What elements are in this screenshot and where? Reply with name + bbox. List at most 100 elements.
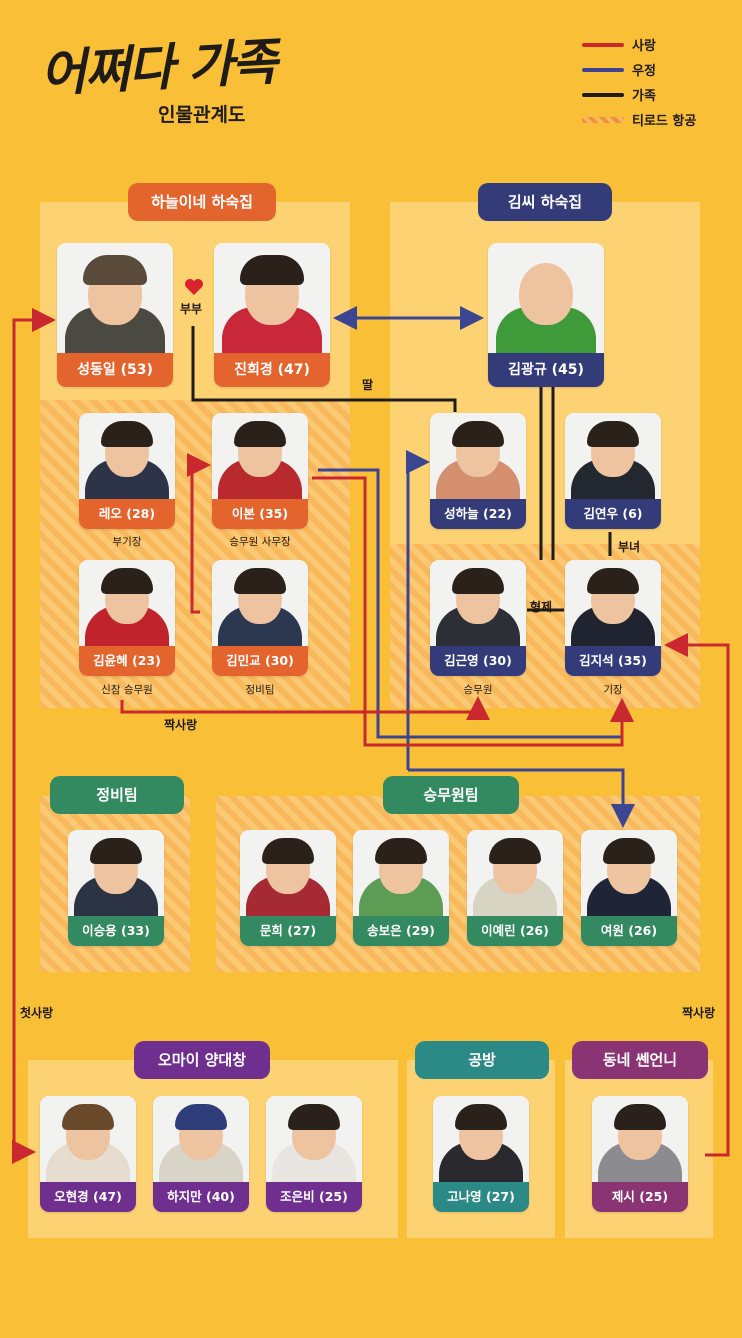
- legend-swatch-friendship: [582, 67, 624, 72]
- relation-label-father-daughter: 부녀: [618, 540, 641, 554]
- love-line-first-up: [12, 308, 56, 1152]
- character-name: 김광규 (45): [488, 353, 604, 387]
- relation-label-first-love: 첫사랑: [20, 1006, 54, 1020]
- legend: 사랑 우정 가족 티로드 항공: [582, 32, 696, 132]
- character-photo: [79, 413, 175, 499]
- character-card-go-nayoung[interactable]: 고나영 (27): [433, 1096, 529, 1212]
- character-photo: [153, 1096, 249, 1182]
- character-card-lee-seungyong[interactable]: 이승용 (33): [68, 830, 164, 946]
- character-role: 승무원 사무장: [229, 536, 291, 548]
- character-name: 이승용 (33): [68, 916, 164, 946]
- character-photo: [430, 560, 526, 646]
- legend-swatch-love: [582, 42, 624, 47]
- legend-label: 티로드 항공: [632, 114, 697, 129]
- legend-item-love: 사랑: [582, 32, 696, 57]
- legend-swatch-family: [582, 92, 624, 97]
- character-photo: [581, 830, 677, 916]
- group-label-haneul: 하늘이네 하숙집: [128, 183, 276, 221]
- relation-label-daughter: 딸: [362, 378, 374, 392]
- character-photo: [212, 413, 308, 499]
- character-photo: [212, 560, 308, 646]
- page-subtitle: 인물관계도: [158, 104, 246, 126]
- group-label-workshop: 공방: [415, 1041, 549, 1079]
- character-name: 하지만 (40): [153, 1182, 249, 1212]
- relation-label-brothers: 형제: [530, 600, 553, 614]
- character-name: 레오 (28): [79, 499, 175, 529]
- heart-icon: [184, 278, 204, 296]
- character-card-jo-eunbi[interactable]: 조은비 (25): [266, 1096, 362, 1212]
- character-card-moonhee[interactable]: 문희 (27): [240, 830, 336, 946]
- love-line-yoonhye: [120, 696, 490, 720]
- character-card-jessi[interactable]: 제시 (25): [592, 1096, 688, 1212]
- group-label-omai: 오마이 양대창: [134, 1041, 270, 1079]
- character-name: 김민교 (30): [212, 646, 308, 676]
- character-photo: [433, 1096, 529, 1182]
- character-card-jin-heekyung[interactable]: 진희경 (47): [214, 243, 330, 387]
- legend-swatch-airline: [582, 116, 624, 123]
- group-label-kim: 김씨 하숙집: [478, 183, 612, 221]
- character-name: 성동일 (53): [57, 353, 173, 387]
- character-card-leo[interactable]: 레오 (28): [79, 413, 175, 529]
- character-photo: [40, 1096, 136, 1182]
- character-card-oh-hyunkyung[interactable]: 오현경 (47): [40, 1096, 136, 1212]
- character-name: 오현경 (47): [40, 1182, 136, 1212]
- character-photo: [266, 1096, 362, 1182]
- character-role: 기장: [603, 684, 623, 696]
- love-line-mingyo: [187, 453, 211, 614]
- character-card-kim-mingyo[interactable]: 김민교 (30): [212, 560, 308, 676]
- character-photo: [488, 243, 604, 353]
- character-role: 승무원: [463, 684, 493, 696]
- character-photo: [565, 413, 661, 499]
- character-role: 정비팀: [245, 684, 275, 696]
- legend-item-friendship: 우정: [582, 57, 696, 82]
- character-role: 부기장: [112, 536, 142, 548]
- character-name: 조은비 (25): [266, 1182, 362, 1212]
- character-card-song-boeun[interactable]: 송보은 (29): [353, 830, 449, 946]
- character-photo: [565, 560, 661, 646]
- character-name: 이본 (35): [212, 499, 308, 529]
- legend-item-family: 가족: [582, 82, 696, 107]
- character-photo: [79, 560, 175, 646]
- character-name: 제시 (25): [592, 1182, 688, 1212]
- friend-line-yeowon: [408, 768, 635, 828]
- character-card-seong-dongil[interactable]: 성동일 (53): [57, 243, 173, 387]
- legend-item-airline: 티로드 항공: [582, 107, 696, 132]
- character-name: 고나영 (27): [433, 1182, 529, 1212]
- love-line-ibon: [312, 476, 634, 747]
- character-name: 김근영 (30): [430, 646, 526, 676]
- character-photo: [467, 830, 563, 916]
- family-line-daughter: [191, 326, 457, 412]
- character-card-kim-geunyoung[interactable]: 김근영 (30): [430, 560, 526, 676]
- character-name: 김윤혜 (23): [79, 646, 175, 676]
- character-photo: [592, 1096, 688, 1182]
- character-card-kim-yeonwoo[interactable]: 김연우 (6): [565, 413, 661, 529]
- group-label-crew: 승무원팀: [383, 776, 519, 814]
- character-name: 성하늘 (22): [430, 499, 526, 529]
- relation-label-unrequited: 짝사랑: [164, 718, 198, 732]
- character-card-kim-yoonhye[interactable]: 김윤혜 (23): [79, 560, 175, 676]
- legend-label: 우정: [632, 64, 656, 79]
- character-photo: [57, 243, 173, 353]
- character-card-kim-jiseok[interactable]: 김지석 (35): [565, 560, 661, 676]
- friend-line-haneul: [406, 450, 430, 770]
- character-photo: [430, 413, 526, 499]
- character-name: 진희경 (47): [214, 353, 330, 387]
- character-card-kim-kwanggyu[interactable]: 김광규 (45): [488, 243, 604, 387]
- character-photo: [68, 830, 164, 916]
- character-card-lee-yerin[interactable]: 이예린 (26): [467, 830, 563, 946]
- legend-label: 사랑: [632, 39, 656, 54]
- character-card-yeowon[interactable]: 여원 (26): [581, 830, 677, 946]
- relation-label-couple: 부부: [180, 302, 203, 316]
- group-label-neighbor: 동네 쎈언니: [572, 1041, 708, 1079]
- character-photo: [240, 830, 336, 916]
- character-name: 송보은 (29): [353, 916, 449, 946]
- family-line-brothers: [539, 387, 555, 560]
- relation-label-unrequited: 짝사랑: [682, 1006, 716, 1020]
- group-label-maintenance: 정비팀: [50, 776, 184, 814]
- character-card-ibon[interactable]: 이본 (35): [212, 413, 308, 529]
- character-name: 문희 (27): [240, 916, 336, 946]
- character-card-seong-haneul[interactable]: 성하늘 (22): [430, 413, 526, 529]
- character-role: 신참 승무원: [101, 684, 153, 696]
- character-card-ha-jiman[interactable]: 하지만 (40): [153, 1096, 249, 1212]
